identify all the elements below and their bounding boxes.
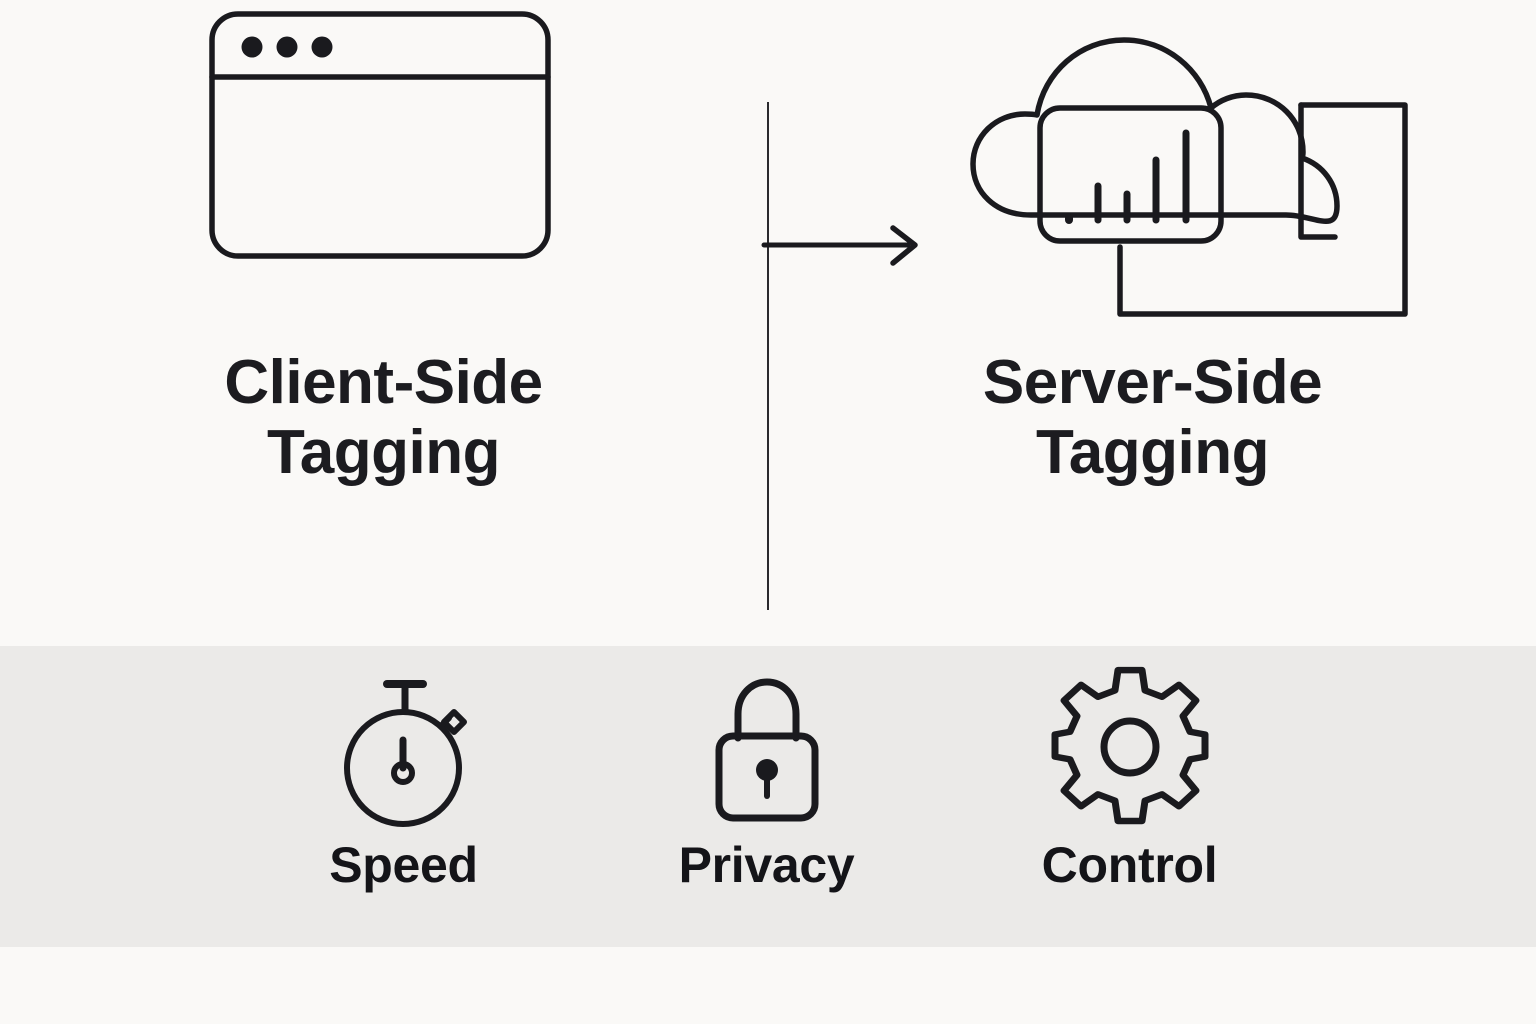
arrow-right-icon <box>761 225 918 266</box>
browser-window-icon <box>208 11 551 259</box>
control-icon-wrap <box>1051 666 1208 830</box>
benefit-speed: Speed <box>222 646 585 890</box>
comparison-region: Client-Side Tagging <box>0 0 1536 646</box>
client-side-artwork <box>0 0 767 330</box>
benefit-control: Control <box>948 646 1311 890</box>
gear-icon <box>1051 666 1208 825</box>
benefit-label-privacy: Privacy <box>678 837 855 893</box>
window-dot-3 <box>311 36 332 58</box>
server-side-title: Server-Side Tagging <box>982 348 1323 488</box>
server-side-panel: Server-Side Tagging <box>769 0 1536 646</box>
benefits-band: Speed Privacy <box>0 646 1536 947</box>
stopwatch-icon <box>343 680 467 827</box>
client-side-panel: Client-Side Tagging <box>0 0 767 646</box>
analytics-screen <box>1036 105 1224 244</box>
benefit-label-speed: Speed <box>329 837 478 893</box>
benefits-row: Speed Privacy <box>222 646 1312 947</box>
benefit-privacy: Privacy <box>585 646 948 890</box>
window-dot-1 <box>241 36 262 58</box>
gear-center-hole <box>1100 717 1159 777</box>
privacy-icon-wrap <box>702 670 832 830</box>
analytics-bars <box>1064 129 1189 224</box>
server-rack-outline <box>1116 102 1408 317</box>
lock-icon <box>715 678 818 822</box>
speed-icon-wrap <box>334 670 474 830</box>
window-dot-2 <box>276 36 297 58</box>
panel-divider <box>767 102 769 610</box>
server-side-artwork <box>769 0 1536 330</box>
client-side-title: Client-Side Tagging <box>224 348 543 488</box>
cloud-shape <box>969 37 1340 225</box>
benefit-label-control: Control <box>1041 837 1218 893</box>
cloud-server-analytics-icon <box>969 37 1408 317</box>
